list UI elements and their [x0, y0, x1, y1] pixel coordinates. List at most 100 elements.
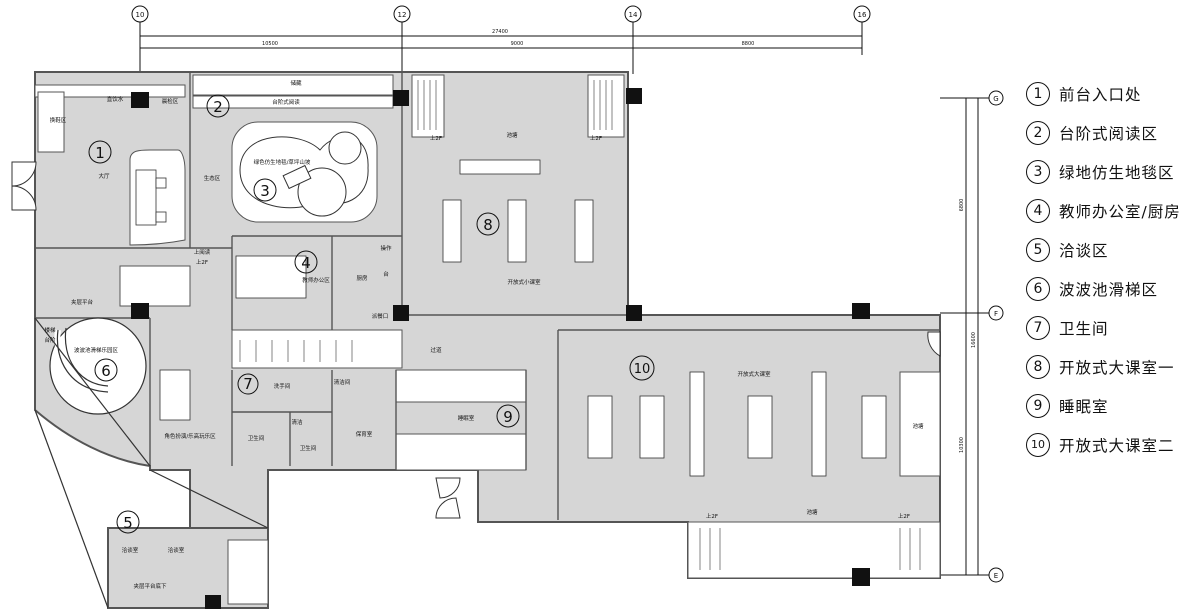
label-class-big: 开放式大课室: [737, 370, 771, 378]
legend-number: 7: [1026, 315, 1050, 340]
axis-F: F: [994, 310, 998, 318]
plan-num-6: 6: [101, 362, 111, 380]
axis-G: G: [993, 95, 998, 103]
label-stairs2: 台阶: [44, 336, 56, 344]
columns: [131, 88, 870, 609]
legend-label: 绿地仿生地毯区: [1059, 163, 1175, 182]
stairs: [239, 80, 921, 570]
label-disinfect: 晨检区: [162, 97, 179, 105]
label-pool3: 池塘: [806, 508, 818, 516]
legend-label: 台阶式阅读区: [1059, 124, 1159, 143]
axis-markers-top: [131, 5, 871, 74]
label-corridor: 过道: [430, 346, 442, 354]
label-up3: 上2F: [590, 134, 602, 142]
dim-1: 10500: [262, 41, 278, 47]
doors: [11, 161, 941, 519]
legend-item: 2 台阶式阅读区: [1026, 113, 1198, 152]
legend-number: 2: [1026, 120, 1050, 145]
label-up5: 上2F: [898, 512, 910, 520]
legend-item: 10 开放式大课室二: [1026, 425, 1198, 464]
label-pool2: 池塘: [912, 422, 924, 430]
label-kitchen: 厨房: [356, 274, 368, 282]
plan-num-5: 5: [123, 514, 133, 532]
legend-item: 7 卫生间: [1026, 308, 1198, 347]
label-hall: 大厅: [98, 172, 110, 180]
axis-16: 16: [858, 11, 867, 19]
legend-label: 开放式大课室二: [1059, 436, 1175, 455]
legend-label: 开放式大课室一: [1059, 358, 1175, 377]
plan-num-1: 1: [95, 144, 105, 162]
label-ops1: 操作: [380, 244, 392, 252]
label-loft: 夹层平台: [71, 298, 94, 306]
label-step-read: 台阶式阅读: [272, 98, 300, 106]
legend-label: 卫生间: [1059, 319, 1109, 338]
label-stairs: 楼梯: [44, 326, 56, 334]
label-cleaning: 清洁间: [334, 378, 351, 386]
plan-num-10: 10: [634, 362, 651, 377]
label-up4: 上2F: [706, 512, 718, 520]
label-ops2: 台: [383, 270, 389, 278]
label-toilet: 卫生间: [248, 434, 265, 442]
plan-num-3: 3: [260, 182, 270, 200]
label-sleep: 睡眠室: [458, 414, 475, 422]
legend-number: 1: [1026, 81, 1050, 106]
plan-num-9: 9: [503, 408, 513, 426]
plan-num-2: 2: [213, 98, 223, 116]
legend-number: 5: [1026, 237, 1050, 262]
legend-number: 8: [1026, 354, 1050, 379]
legend-number: 10: [1026, 432, 1050, 457]
axis-12: 12: [398, 11, 407, 19]
legend-label: 教师办公室/厨房: [1059, 202, 1181, 221]
label-urinal: 清洁: [291, 418, 303, 426]
dim-v1: 6800: [959, 199, 965, 212]
axis-markers-right: [940, 90, 1004, 583]
plan-num-4: 4: [301, 254, 311, 272]
label-ball-pool: 波波池滑梯乐园区: [74, 346, 119, 354]
legend-item: 8 开放式大课室一: [1026, 347, 1198, 386]
label-pass-meal: 派餐口: [372, 312, 389, 320]
plan-num-7: 7: [243, 375, 253, 393]
label-storage: 储藏: [290, 79, 302, 87]
axis-10: 10: [136, 11, 145, 19]
axis-E: E: [994, 572, 998, 580]
walls: [35, 72, 940, 520]
dim-total: 27400: [492, 29, 508, 35]
label-water: 直饮水: [107, 95, 124, 103]
label-green: 绿色仿生地毯/草坪山坡: [254, 158, 311, 166]
label-teacher: 教师办公区: [302, 276, 330, 284]
tables: [135, 159, 887, 477]
label-talk2: 洽谈室: [168, 546, 185, 554]
label-wash: 洗手间: [274, 382, 291, 390]
dim-2: 9000: [511, 41, 524, 47]
legend-item: 6 波波池滑梯区: [1026, 269, 1198, 308]
label-up-stair: 上2F: [196, 258, 208, 266]
legend-number: 3: [1026, 159, 1050, 184]
legend-label: 睡眠室: [1059, 397, 1109, 416]
label-role: 角色扮演/乐高玩乐区: [164, 432, 216, 440]
legend-label: 波波池滑梯区: [1059, 280, 1159, 299]
ball-pool: [34, 317, 269, 609]
label-up-reading: 上阅读: [194, 248, 211, 256]
label-pool: 池塘: [506, 131, 518, 139]
legend-item: 1 前台入口处: [1026, 74, 1198, 113]
label-eco: 生态区: [204, 174, 221, 182]
legend-number: 6: [1026, 276, 1050, 301]
label-toilet2: 卫生间: [300, 444, 317, 452]
label-up2: 上2F: [430, 134, 442, 142]
dim-v2: 16600: [971, 332, 977, 348]
plan-numbers: [88, 94, 655, 534]
legend-item: 9 睡眠室: [1026, 386, 1198, 425]
dim-v3: 10300: [959, 437, 965, 453]
label-shoes: 换鞋区: [50, 116, 67, 124]
label-loft-below: 夹层平台底下: [133, 582, 167, 590]
legend-number: 9: [1026, 393, 1050, 418]
axis-14: 14: [629, 11, 638, 19]
plan-num-8: 8: [483, 216, 493, 234]
label-nanny: 保育室: [356, 430, 373, 438]
green-carpet-shapes: [239, 131, 369, 217]
legend-label: 前台入口处: [1059, 85, 1142, 104]
label-class-small: 开放式小课室: [507, 278, 541, 286]
